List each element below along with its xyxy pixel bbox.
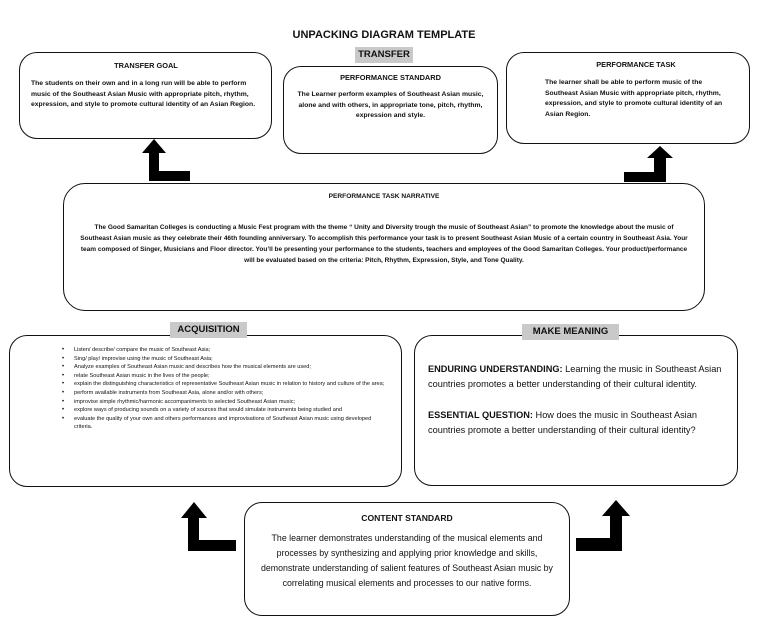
list-item: Listen/ describe/ compare the music of S… bbox=[62, 346, 387, 355]
arrow-up-right-icon bbox=[624, 146, 673, 182]
performance-standard-text: The Learner perform examples of Southeas… bbox=[297, 91, 484, 119]
list-item: Sing/ play/ improvise using the music of… bbox=[62, 355, 387, 364]
enduring-understanding: ENDURING UNDERSTANDING: Learning the mus… bbox=[428, 362, 725, 391]
performance-task-title: PERFORMANCE TASK bbox=[596, 60, 676, 69]
transfer-tag: TRANSFER bbox=[355, 47, 413, 63]
performance-standard-title: PERFORMANCE STANDARD bbox=[340, 73, 441, 82]
make-meaning-box: ENDURING UNDERSTANDING: Learning the mus… bbox=[414, 335, 738, 486]
transfer-goal-title: TRANSFER GOAL bbox=[114, 61, 178, 70]
list-item: explore ways of producing sounds on a va… bbox=[62, 406, 387, 415]
enduring-understanding-text: Learning the music in Southeast Asian co… bbox=[428, 364, 722, 389]
performance-task-narrative-box: PERFORMANCE TASK NARRATIVE The Good Sama… bbox=[63, 183, 705, 311]
narrative-title: PERFORMANCE TASK NARRATIVE bbox=[328, 193, 440, 200]
make-meaning-tag: MAKE MEANING bbox=[522, 324, 619, 340]
performance-task-text: The learner shall be able to perform mus… bbox=[545, 79, 723, 118]
essential-question-text: How does the music in Southeast Asian co… bbox=[428, 410, 697, 435]
list-item: explain the distinguishing characteristi… bbox=[62, 380, 387, 389]
performance-standard-box: PERFORMANCE STANDARD The Learner perform… bbox=[283, 66, 498, 154]
list-item: relate Southeast Asian music in the live… bbox=[62, 372, 387, 381]
transfer-goal-box: TRANSFER GOAL The students on their own … bbox=[19, 52, 272, 139]
arrow-up-left-icon bbox=[142, 139, 190, 181]
transfer-goal-text: The students on their own and in a long … bbox=[31, 80, 256, 108]
enduring-understanding-label: ENDURING UNDERSTANDING: bbox=[428, 364, 563, 374]
essential-question-label: ESSENTIAL QUESTION: bbox=[428, 410, 533, 420]
acquisition-box: Listen/ describe/ compare the music of S… bbox=[9, 335, 402, 487]
acquisition-list: Listen/ describe/ compare the music of S… bbox=[62, 346, 387, 432]
arrow-up-right-icon bbox=[576, 500, 630, 551]
list-item: improvise simple rhythmic/harmonic accom… bbox=[62, 398, 387, 407]
arrow-up-left-icon bbox=[181, 502, 236, 551]
list-item: evaluate the quality of your own and oth… bbox=[62, 415, 387, 432]
acquisition-tag: ACQUISITION bbox=[170, 322, 247, 338]
list-item: perform available instruments from South… bbox=[62, 389, 387, 398]
list-item: Analyze examples of Southeast Asian musi… bbox=[62, 363, 387, 372]
essential-question: ESSENTIAL QUESTION: How does the music i… bbox=[428, 408, 725, 437]
content-standard-box: CONTENT STANDARD The learner demonstrate… bbox=[244, 502, 570, 616]
page-title: UNPACKING DIAGRAM TEMPLATE bbox=[292, 29, 476, 41]
content-standard-text: The learner demonstrates understanding o… bbox=[261, 533, 553, 588]
performance-task-box: PERFORMANCE TASK The learner shall be ab… bbox=[506, 52, 750, 144]
content-standard-title: CONTENT STANDARD bbox=[361, 513, 453, 523]
narrative-text: The Good Samaritan Colleges is conductin… bbox=[80, 224, 688, 264]
